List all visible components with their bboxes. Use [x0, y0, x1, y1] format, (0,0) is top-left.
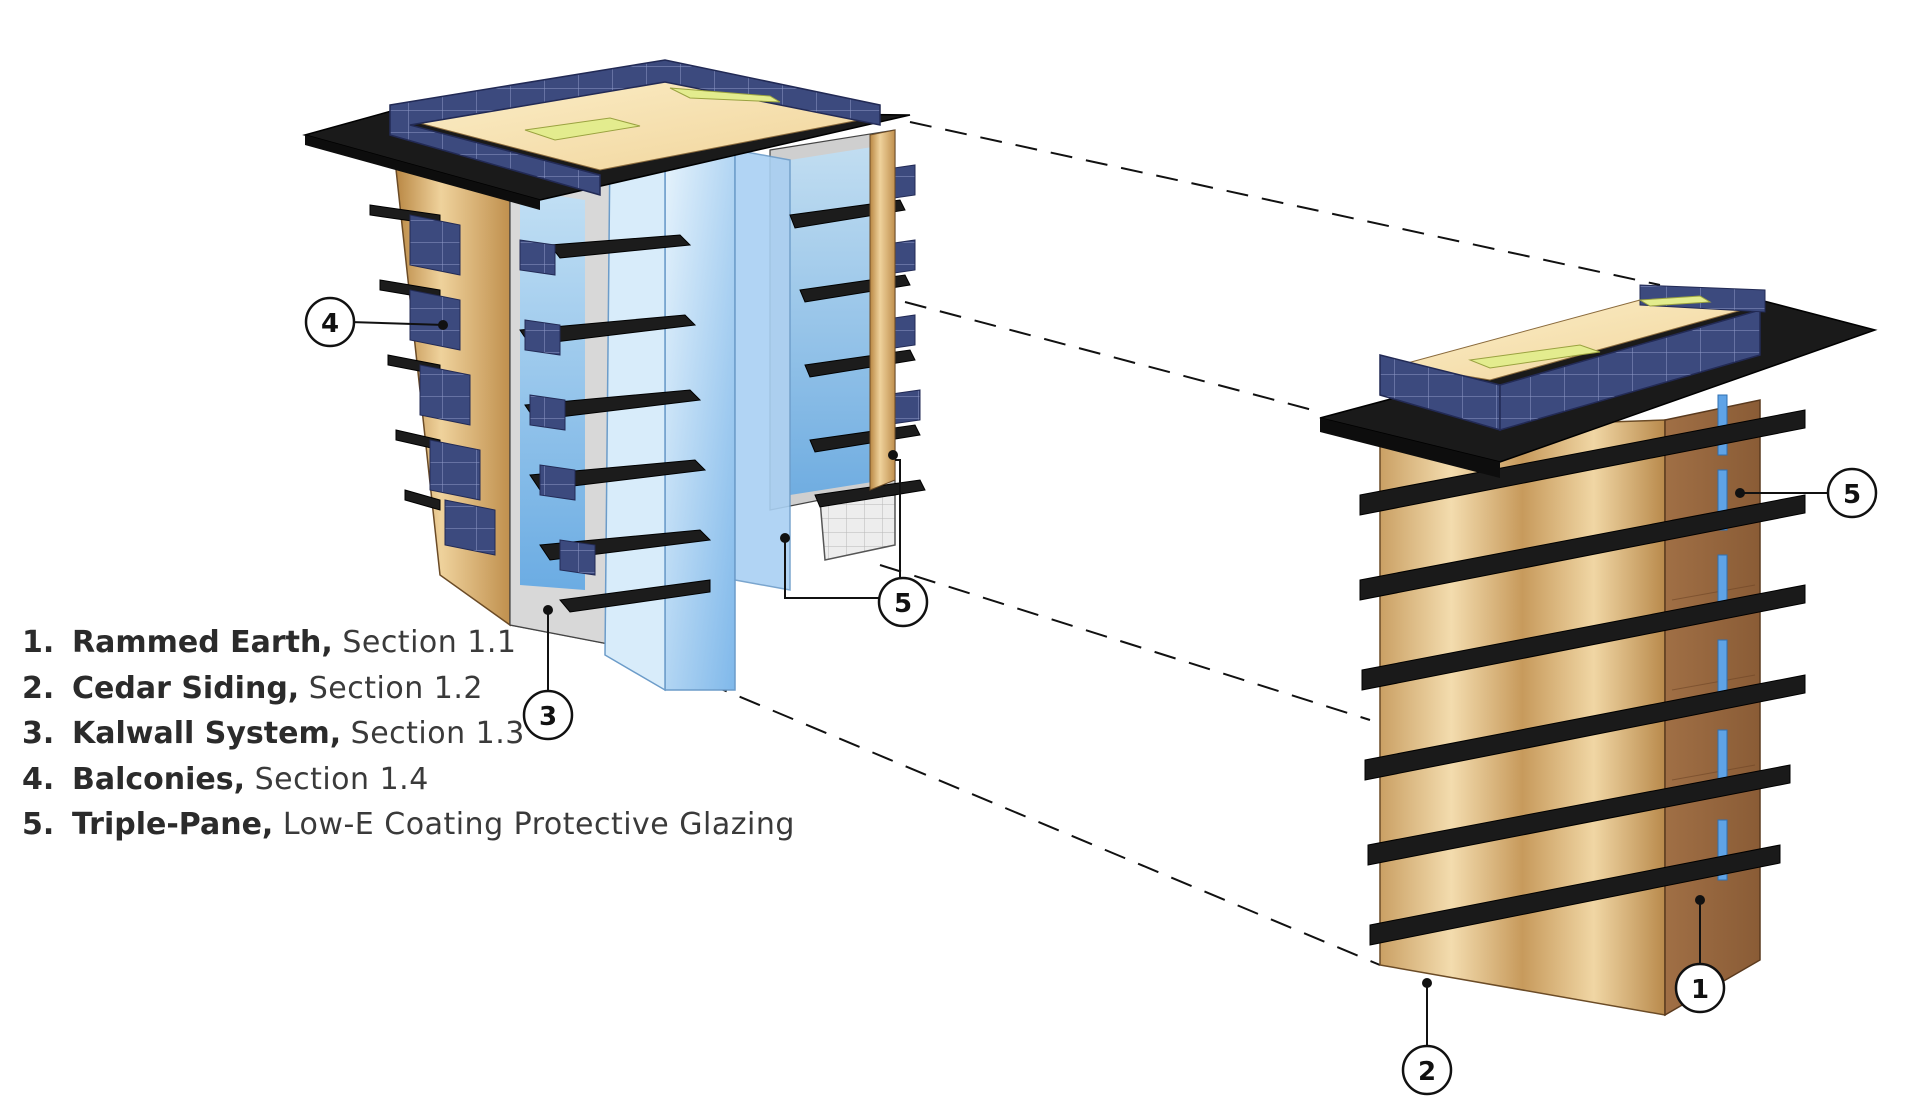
projection-lines: [639, 121, 1661, 966]
legend-number: 1.: [22, 625, 55, 660]
callout-4-label: 4: [321, 309, 339, 339]
callout-1-label: 1: [1691, 975, 1709, 1005]
material-legend: 1. Rammed Earth, Section 1.1 2. Cedar Sidi…: [22, 620, 795, 848]
callout-5-right: 5: [1735, 467, 1878, 519]
roof-solar-parapet: [389, 59, 881, 196]
glass-core-front: [664, 149, 736, 691]
legend-number: 4.: [22, 761, 55, 797]
legend-item: 2. Cedar Siding, Section 1.2: [22, 666, 795, 712]
right-glazing: [790, 145, 885, 495]
exterior-slabs: [1359, 409, 1806, 946]
legend-number: 3.: [22, 716, 55, 751]
callout-1: 1: [1674, 895, 1726, 1014]
callout-4: 4: [304, 296, 448, 348]
legend-number: 2.: [22, 670, 55, 706]
legend-desc: Section 1.4: [254, 761, 429, 797]
exterior-building: [1319, 284, 1878, 1017]
skylight: [524, 117, 641, 141]
callout-5-left: 5: [780, 450, 929, 628]
legend-desc: Section 1.3: [350, 716, 525, 751]
legend-number: 5.: [22, 807, 55, 842]
section-cutaway-building: [302, 59, 926, 692]
legend-desc: Section 1.1: [342, 625, 517, 660]
legend-name: Balconies,: [72, 761, 246, 797]
legend-name: Rammed Earth,: [72, 625, 333, 660]
legend-item: 4. Balconies, Section 1.4: [22, 757, 795, 803]
callout-2: 2: [1401, 978, 1453, 1096]
legend-item: 3. Kalwall System, Section 1.3: [22, 711, 795, 757]
legend-name: Cedar Siding,: [72, 670, 300, 706]
callout-3: 3: [522, 605, 574, 741]
callout-2-label: 2: [1418, 1057, 1436, 1087]
legend-name: Kalwall System,: [72, 716, 342, 751]
legend-desc: Low-E Coating Protective Glazing: [282, 807, 795, 842]
callout-5-right-label: 5: [1843, 480, 1861, 510]
balcony-panels: [409, 164, 921, 576]
callout-5-left-label: 5: [894, 589, 912, 619]
legend-name: Triple-Pane,: [72, 807, 274, 842]
callout-3-label: 3: [539, 702, 557, 732]
glass-core-left: [604, 144, 666, 692]
legend-item: 1. Rammed Earth, Section 1.1: [22, 620, 795, 666]
legend-desc: Section 1.2: [308, 670, 483, 706]
legend-item: 5. Triple-Pane, Low-E Coating Protective …: [22, 802, 795, 848]
